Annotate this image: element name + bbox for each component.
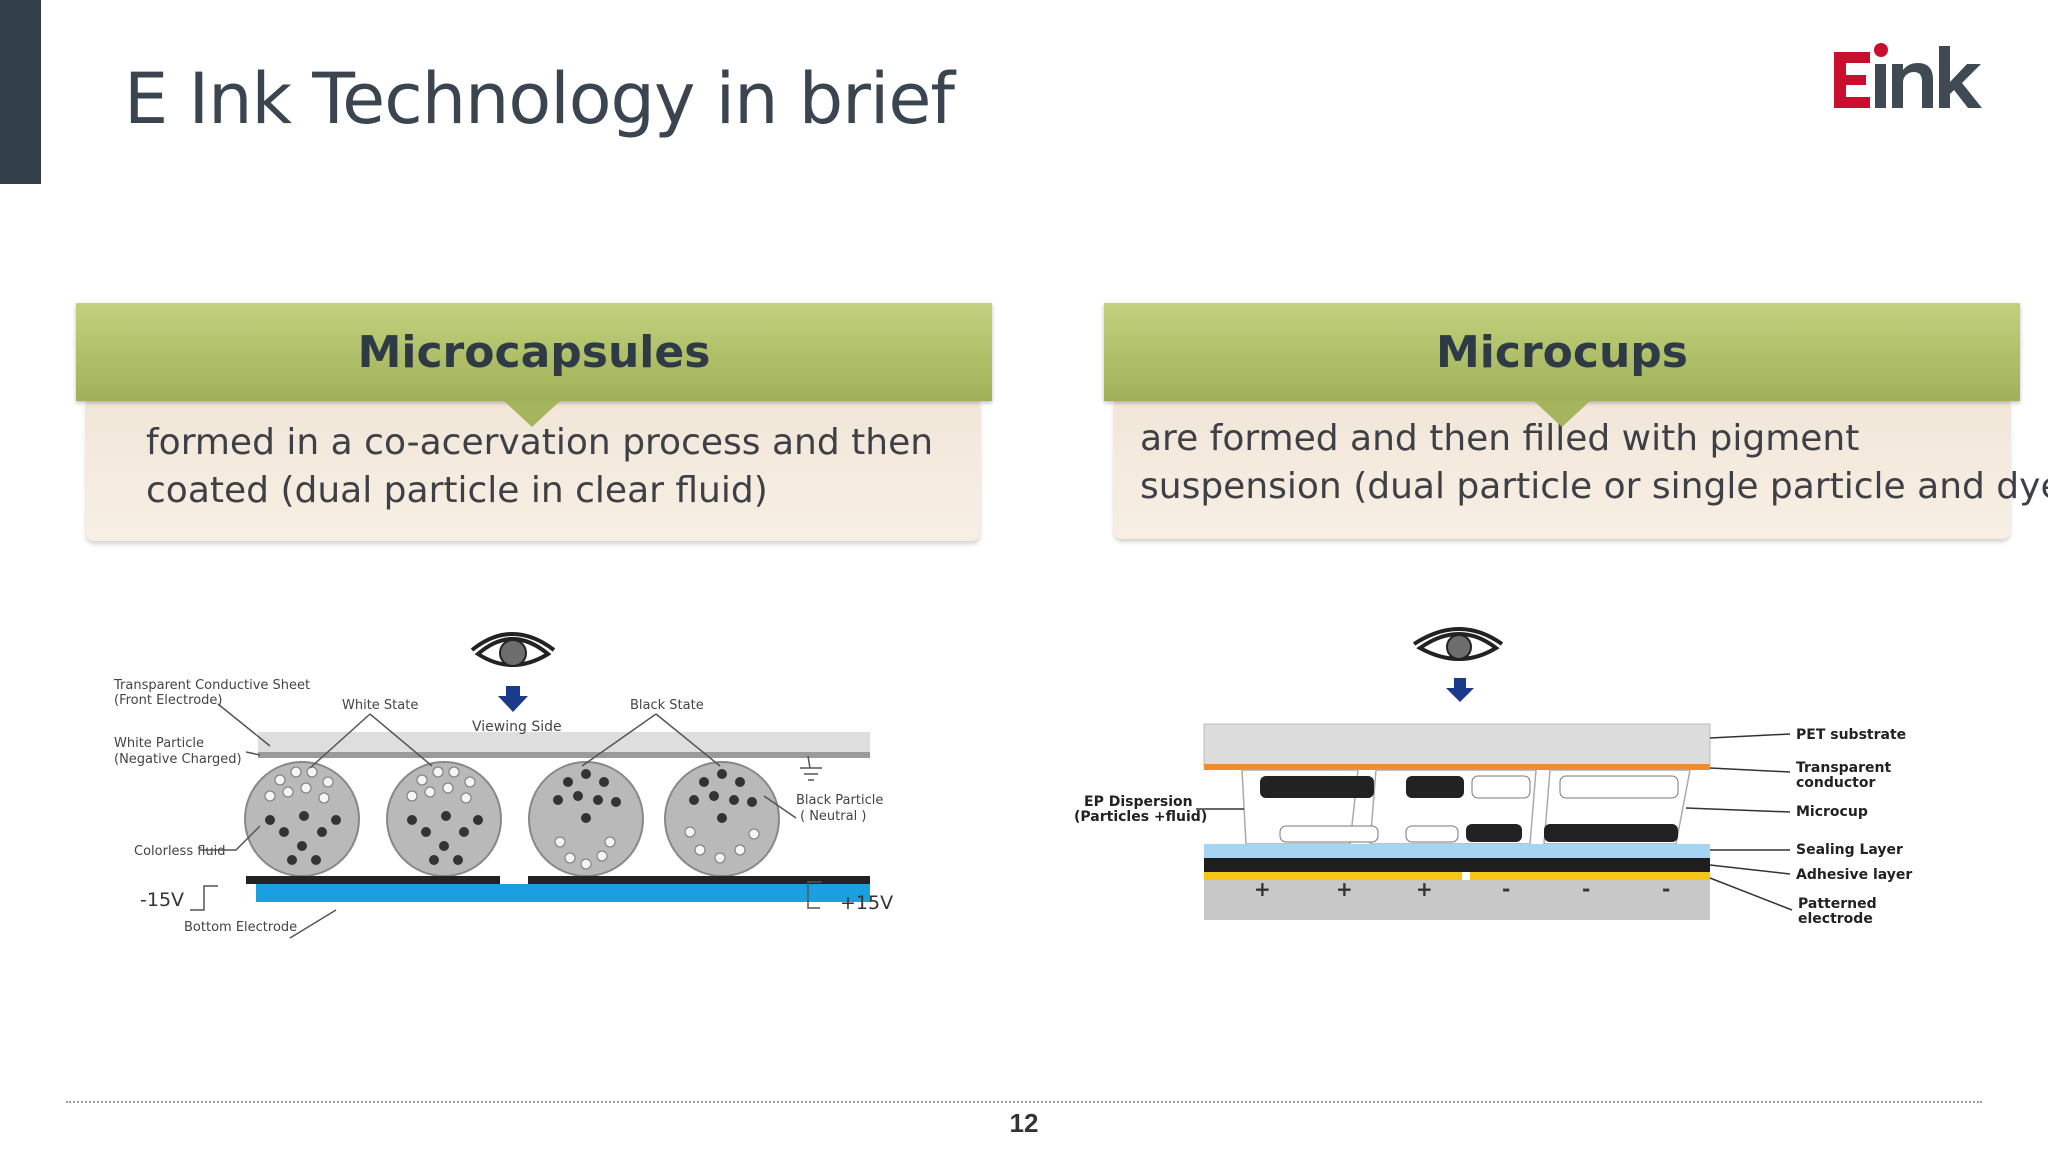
- panel-text-line: are formed and then filled with pigment: [1140, 418, 1860, 459]
- label-transparent: Transparent: [1796, 760, 1891, 776]
- label-transparent-sheet: Transparent Conductive Sheet: [113, 678, 310, 693]
- label-neg-voltage: -15V: [140, 889, 184, 911]
- electrode-sign: +: [1416, 877, 1433, 901]
- page-number: 12: [1009, 1108, 1039, 1138]
- bottom-electrode: [256, 884, 870, 902]
- logo-dot: [1874, 43, 1888, 57]
- heading-pointer: [1534, 401, 1590, 427]
- label-conductor: conductor: [1796, 775, 1875, 791]
- panel-text-line: suspension (dual particle or single part…: [1140, 466, 2048, 507]
- microcup-diagram: + + + - - - PET substrate Transparent co…: [1074, 627, 1912, 927]
- leader-lines: [1196, 733, 1793, 911]
- label-pos-voltage: +15V: [840, 892, 893, 914]
- label-pet-substrate: PET substrate: [1796, 727, 1906, 743]
- panel-heading-text: Microcapsules: [357, 326, 711, 378]
- base-substrate: [1204, 880, 1710, 920]
- label-microcup: Microcup: [1796, 804, 1868, 820]
- electrode-sign: -: [1662, 877, 1670, 901]
- sealing-layer: [1204, 844, 1710, 858]
- electrode-sign: +: [1254, 877, 1271, 901]
- adhesive-layer: [1204, 858, 1710, 872]
- electrode-gap: [1462, 872, 1470, 880]
- logo-letter-e: [1834, 52, 1870, 108]
- slide-title: E Ink Technology in brief: [124, 58, 955, 140]
- leader-lines: [190, 703, 822, 939]
- patterned-electrode-strip: [1204, 872, 1710, 880]
- panel-microcapsules: formed in a co-acervation process and th…: [76, 303, 992, 541]
- pet-substrate: [1203, 723, 1711, 767]
- label-patterned: Patterned: [1798, 896, 1877, 912]
- panel-heading: Microcups: [1104, 303, 2020, 401]
- logo-letter-k: [1939, 46, 1982, 108]
- pixel-electrode-left: [246, 876, 500, 884]
- white-particles: [264, 766, 760, 870]
- eye-icon: [470, 632, 556, 667]
- label-ep-dispersion: EP Dispersion: [1084, 794, 1193, 810]
- label-electrode: electrode: [1798, 911, 1873, 927]
- accent-bar: [0, 0, 41, 184]
- label-adhesive-layer: Adhesive layer: [1796, 867, 1912, 883]
- label-black-state: Black State: [630, 698, 704, 713]
- label-neutral: ( Neutral ): [800, 809, 866, 824]
- panel-microcups: are formed and then filled with pigment …: [1104, 303, 2048, 539]
- label-particles-fluid: (Particles +fluid): [1074, 809, 1207, 825]
- pixel-electrode-right: [528, 876, 870, 884]
- label-colorless-fluid: Colorless fluid: [134, 844, 226, 859]
- electrode-sign: +: [1336, 877, 1353, 901]
- label-negative-charged: (Negative Charged): [114, 752, 242, 767]
- label-bottom-electrode: Bottom Electrode: [184, 920, 297, 935]
- electrode-sign: -: [1582, 877, 1590, 901]
- logo-letter-n: [1892, 63, 1933, 108]
- arrow-down-icon: [498, 686, 528, 712]
- label-front-electrode: (Front Electrode): [114, 693, 223, 708]
- panel-text-line: formed in a co-acervation process and th…: [146, 422, 934, 463]
- electrode-signs: + + + - - -: [1254, 877, 1670, 901]
- label-black-particle: Black Particle: [796, 793, 883, 808]
- transparent-conductor: [1204, 764, 1710, 770]
- label-sealing-layer: Sealing Layer: [1796, 842, 1903, 858]
- front-sheet: [258, 732, 870, 752]
- logo-letter-i: [1875, 64, 1886, 108]
- panel-heading-text: Microcups: [1436, 326, 1688, 378]
- black-particles: [265, 769, 757, 865]
- arrow-down-icon: [1446, 678, 1474, 702]
- eye-icon: [1412, 627, 1504, 661]
- label-white-state: White State: [342, 698, 418, 713]
- panel-body: formed in a co-acervation process and th…: [86, 401, 980, 541]
- electrode-sign: -: [1502, 877, 1510, 901]
- capsules: [244, 761, 780, 877]
- label-white-particle: White Particle: [114, 736, 204, 751]
- microcapsule-diagram: Transparent Conductive Sheet (Front Elec…: [113, 632, 893, 939]
- footer-divider: [66, 1101, 1982, 1103]
- ep-particles: [1260, 775, 1679, 843]
- front-electrode: [258, 752, 870, 758]
- panel-text-line: coated (dual particle in clear fluid): [146, 470, 768, 511]
- label-viewing-side: Viewing Side: [472, 719, 562, 735]
- panel-heading: Microcapsules: [76, 303, 992, 401]
- eink-logo: [1834, 43, 1982, 108]
- heading-pointer: [504, 401, 560, 427]
